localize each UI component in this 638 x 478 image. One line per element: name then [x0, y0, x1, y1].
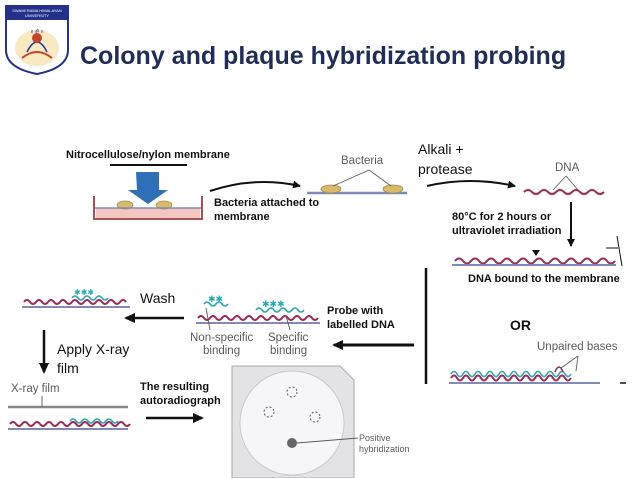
nonspecific-binding-label-line2: binding: [203, 345, 241, 357]
bacteria-attached-label-line1: Bacteria attached to: [214, 197, 320, 209]
arrow-to-dna: [426, 180, 516, 189]
dna-bound-membrane: [452, 235, 623, 267]
svg-text:✱✱✱: ✱✱✱: [262, 300, 285, 310]
unpaired-bases-label: Unpaired bases: [537, 341, 618, 353]
result-label-line1: The resulting: [140, 381, 210, 393]
svg-text:✱✱: ✱✱: [208, 295, 223, 305]
dna-label: DNA: [555, 162, 580, 174]
specific-binding-label-line1: Specific: [268, 332, 309, 344]
specific-binding-label-line2: binding: [270, 345, 308, 357]
apply-xray-label-line1: Apply X-ray: [57, 341, 130, 357]
positive-hybridization-label-line1: Positive: [359, 433, 391, 443]
bacteria-label: Bacteria: [341, 155, 384, 167]
probe-hybridization-membrane: ✱✱ ✱✱✱: [196, 295, 320, 331]
alkali-label-line2: protease: [418, 161, 473, 177]
xray-film-label: X-ray film: [11, 383, 60, 395]
washed-membrane: ✱✱✱: [22, 288, 130, 308]
wash-label: Wash: [140, 290, 176, 306]
dna-bound-label: DNA bound to the membrane: [468, 273, 620, 285]
nonspecific-binding-label-line1: Non-specific: [190, 332, 254, 344]
unpaired-bases-strand: [449, 355, 626, 384]
dna-strands: [523, 175, 605, 195]
svg-text:✱✱✱: ✱✱✱: [74, 288, 94, 297]
svg-text:॥ ॐ ॥: ॥ ॐ ॥: [30, 28, 43, 35]
apply-xray-label-line2: film: [57, 360, 79, 376]
press-down-arrow-icon: [128, 172, 168, 204]
bacteria-attached-label-line2: membrane: [214, 211, 270, 223]
logo-emblem-icon: ॥ ॐ ॥: [5, 5, 69, 76]
university-logo: ॥ ॐ ॥ SWAMI RAMA HIMALAYAN UNIVERSITY: [2, 2, 72, 76]
logo-text: SWAMI RAMA HIMALAYAN UNIVERSITY: [12, 8, 62, 18]
xray-film-layer: [8, 396, 131, 430]
slide-title: Colony and plaque hybridization probing: [80, 42, 567, 70]
bacteria-on-membrane: [307, 169, 407, 195]
probe-label-line2: labelled DNA: [327, 319, 395, 331]
probe-label-line1: Probe with: [327, 305, 384, 317]
heat-treatment-label-line2: ultraviolet irradiation: [452, 225, 562, 237]
positive-hybridization-label-line2: hybridization: [359, 444, 410, 454]
membrane-label: Nitrocellulose/nylon membrane: [66, 149, 230, 161]
result-label-line2: autoradiograph: [140, 395, 221, 407]
arrow-to-bacteria-membrane: [209, 180, 301, 192]
or-label: OR: [510, 317, 531, 333]
autoradiograph: [231, 365, 359, 478]
petri-dish-with-membrane: [93, 164, 203, 220]
alkali-label-line1: Alkali +: [418, 141, 464, 157]
heat-treatment-label-line1: 80°C for 2 hours or: [452, 211, 552, 223]
